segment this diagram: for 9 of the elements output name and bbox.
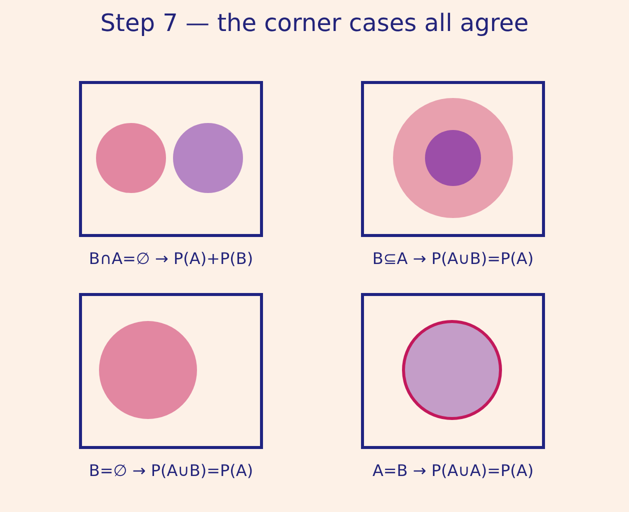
panel-caption: B⊆A → P(A∪B)=P(A)	[372, 249, 534, 269]
venn-panel	[79, 293, 263, 449]
diagram-title: Step 7 — the corner cases all agree	[100, 9, 529, 37]
venn-panel	[361, 293, 545, 449]
venn-panel	[79, 81, 263, 237]
venn-panel	[361, 81, 545, 237]
panel-caption: B∩A=∅ → P(A)+P(B)	[88, 249, 254, 269]
panel-caption: B=∅ → P(A∪B)=P(A)	[88, 461, 254, 481]
panel-caption: A=B → P(A∪A)=P(A)	[372, 461, 534, 481]
